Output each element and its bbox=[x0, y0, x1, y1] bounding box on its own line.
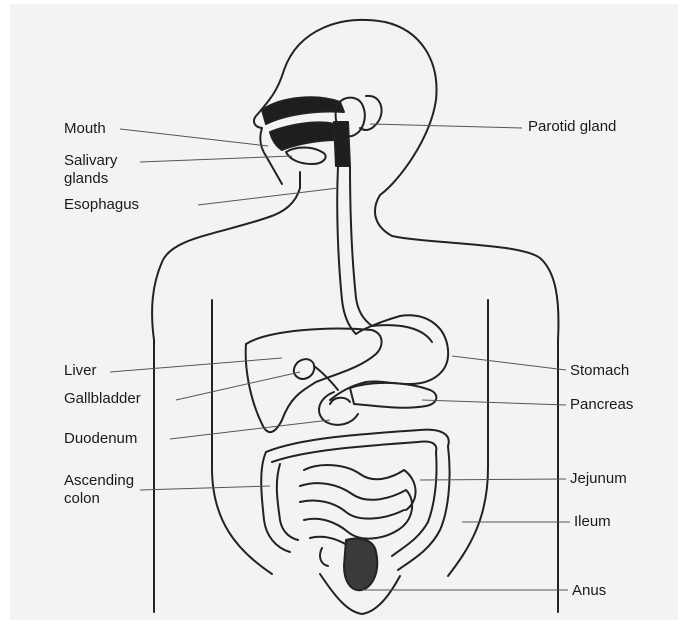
leader-parotid bbox=[370, 124, 522, 128]
rectum-shape bbox=[344, 539, 377, 591]
pharynx bbox=[334, 122, 350, 166]
descending-colon-shape bbox=[392, 446, 450, 570]
label-salivary-glands-line2: glands bbox=[64, 170, 108, 188]
label-stomach: Stomach bbox=[570, 362, 629, 380]
leader-jejunum bbox=[420, 479, 566, 480]
leader-ascending-colon bbox=[140, 486, 270, 490]
leader-esophagus bbox=[198, 188, 338, 205]
label-parotid-gland: Parotid gland bbox=[528, 118, 616, 136]
ascending-colon-shape bbox=[261, 452, 298, 552]
leader-lines bbox=[110, 124, 570, 590]
appendix bbox=[320, 548, 328, 566]
leader-gallbladder bbox=[176, 372, 300, 400]
label-salivary-glands-line1: Salivary bbox=[64, 152, 117, 170]
torso-right bbox=[448, 300, 488, 576]
label-liver: Liver bbox=[64, 362, 97, 380]
torso-left bbox=[212, 300, 272, 574]
label-esophagus: Esophagus bbox=[64, 196, 139, 214]
label-anus: Anus bbox=[572, 582, 606, 600]
transverse-colon bbox=[266, 430, 449, 462]
tongue-palate bbox=[270, 122, 338, 150]
leader-liver bbox=[110, 358, 282, 372]
label-ascending-colon-line1: Ascending bbox=[64, 472, 134, 490]
leader-stomach bbox=[452, 356, 566, 370]
leader-mouth bbox=[120, 129, 268, 146]
nasal-cavity bbox=[262, 97, 344, 124]
liver-shape bbox=[246, 329, 382, 433]
label-duodenum: Duodenum bbox=[64, 430, 137, 448]
label-jejunum: Jejunum bbox=[570, 470, 627, 488]
leader-duodenum bbox=[170, 420, 330, 439]
label-ascending-colon-line2: colon bbox=[64, 490, 100, 508]
label-ileum: Ileum bbox=[574, 513, 611, 531]
pancreas-shape bbox=[350, 383, 436, 408]
label-gallbladder: Gallbladder bbox=[64, 390, 141, 408]
label-pancreas: Pancreas bbox=[570, 396, 633, 414]
label-mouth: Mouth bbox=[64, 120, 106, 138]
esophagus-shape bbox=[337, 166, 372, 334]
small-intestine-coils bbox=[300, 465, 416, 548]
gallbladder-shape bbox=[294, 359, 314, 379]
leader-pancreas bbox=[422, 400, 566, 405]
